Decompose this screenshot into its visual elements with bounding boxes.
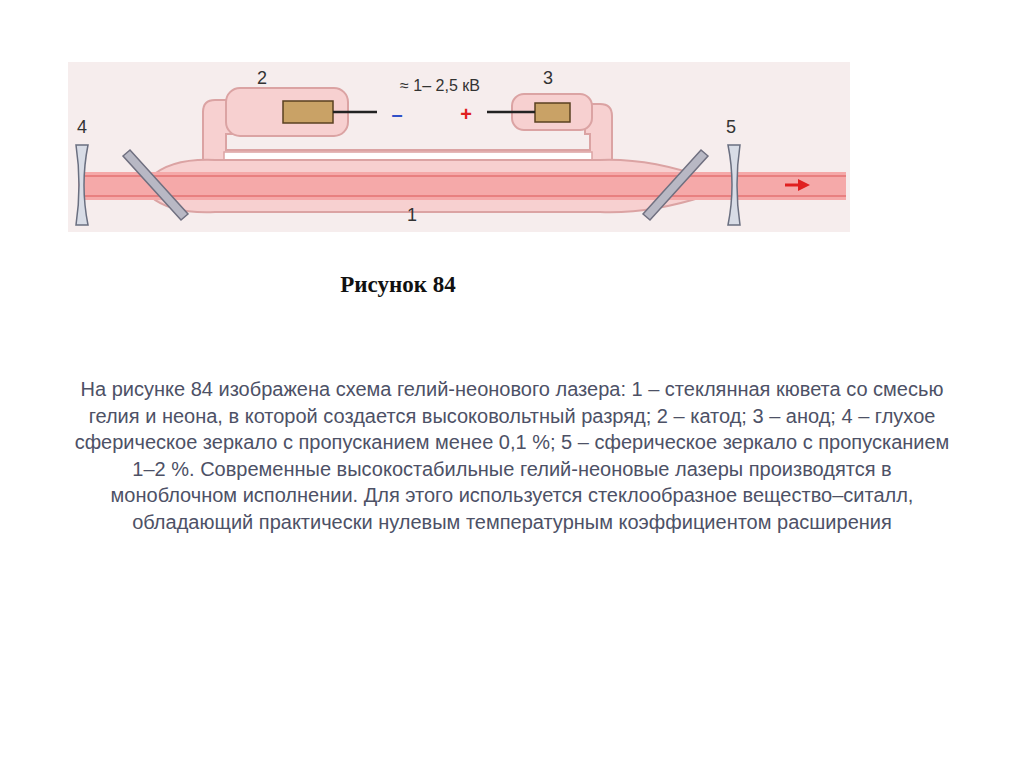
brewster-window: [123, 150, 188, 220]
anode-wire: [487, 111, 535, 114]
cathode-wire: [333, 111, 377, 114]
output-arrow: [785, 184, 800, 187]
callout-number: 2: [257, 68, 267, 89]
callout-number: 1: [407, 205, 417, 226]
voltage-label: ≈ 1– 2,5 кВ: [400, 77, 480, 95]
callout-number: 3: [543, 68, 553, 89]
output-arrowhead: [798, 179, 810, 191]
laser-beam: [78, 172, 846, 200]
minus-sign: –: [391, 103, 402, 126]
callout-number: 4: [77, 117, 87, 138]
beam-edge: [78, 175, 846, 177]
rear-mirror: [76, 145, 88, 225]
figure-ground: [68, 62, 850, 232]
callout-number: 5: [726, 117, 736, 138]
figure-caption: Рисунок 84: [248, 272, 548, 298]
cathode-element: [283, 101, 333, 123]
output-mirror: [728, 145, 740, 225]
plus-sign: +: [460, 103, 472, 126]
description-text: На рисунке 84 изображена схема гелий-нео…: [70, 376, 954, 535]
brewster-window: [643, 150, 708, 220]
beam-edge: [78, 195, 846, 197]
anode-element: [535, 103, 570, 122]
